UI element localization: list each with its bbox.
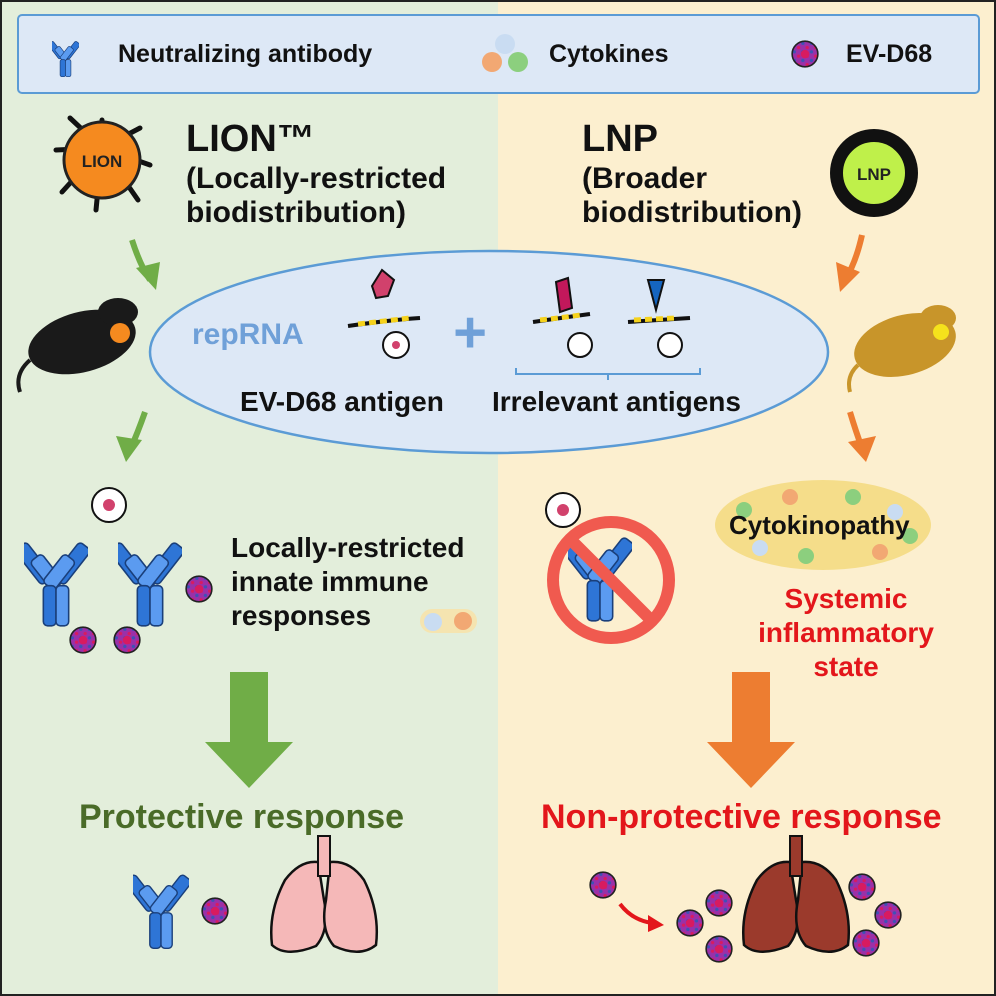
virus-bottom-3 <box>705 889 733 917</box>
lion-subtitle-line2: biodistribution) <box>186 196 406 229</box>
legend-box <box>17 14 980 94</box>
ev-d68-virus-3 <box>185 575 213 603</box>
virus-bottom-1 <box>589 871 617 899</box>
ev-d68-antigen-rna-icon <box>347 268 421 359</box>
irrelevant-antigens-label: Irrelevant antigens <box>492 386 741 417</box>
ev-d68-virus-2 <box>113 626 141 654</box>
lnp-injected-mouse <box>847 305 956 393</box>
virus-bottom-6 <box>874 901 902 929</box>
damaged-lungs-icon <box>742 835 851 953</box>
cytokinopathy-label: Cytokinopathy <box>729 510 910 540</box>
local-response-text: Locally-restricted innate immune respons… <box>231 531 481 633</box>
irrelevant-antigens-bracket <box>515 368 701 380</box>
lion-injected-mouse <box>16 298 138 393</box>
irrelevant-antigen-rna-icons <box>532 276 691 358</box>
local-response-line1: Locally-restricted <box>231 532 465 563</box>
plus-sign: + <box>453 300 487 365</box>
antigen-expressing-cell-icon-left <box>91 487 127 523</box>
local-response-line2: innate immune <box>231 566 429 597</box>
virus-bottom-5 <box>848 873 876 901</box>
virus-bottom-4 <box>705 935 733 963</box>
lnp-subtitle: (Broader biodistribution) <box>582 162 842 230</box>
lion-subtitle: (Locally-restricted biodistribution) <box>186 162 486 230</box>
healthy-lungs-icon <box>270 835 379 953</box>
lion-particle-label: LION <box>82 152 123 171</box>
lnp-subtitle-line2: biodistribution) <box>582 196 802 229</box>
non-protective-outcome-arrow <box>707 672 795 788</box>
virus-bottom-2 <box>676 909 704 937</box>
ev-d68-antigen-label: EV-D68 antigen <box>240 386 444 417</box>
lion-title: LION™ <box>186 118 315 160</box>
lnp-title: LNP <box>582 118 658 160</box>
legend-cytokines-icon <box>482 34 528 72</box>
systemic-state-text: Systemic inflammatory state <box>726 582 966 684</box>
lnp-particle-label: LNP <box>857 165 891 184</box>
legend-virus-label: EV-D68 <box>846 40 933 68</box>
legend-antibody-label: Neutralizing antibody <box>118 40 373 68</box>
systemic-state-line1: Systemic <box>784 583 908 614</box>
protective-response-label: Protective response <box>79 798 405 836</box>
repRNA-label: repRNA <box>192 318 304 351</box>
legend-cytokines-label: Cytokines <box>549 40 669 68</box>
no-antibody-prohibition-icon <box>547 516 675 644</box>
protective-outcome-arrow <box>205 672 293 788</box>
local-response-line3: responses <box>231 600 372 631</box>
lnp-subtitle-line1: (Broader <box>582 162 708 195</box>
systemic-state-line2: inflammatory state <box>758 617 934 682</box>
lion-subtitle-line1: (Locally-restricted <box>186 162 447 195</box>
antigen-expressing-cell-icon-right <box>545 492 581 528</box>
non-protective-response-label: Non-protective response <box>541 798 942 836</box>
ev-d68-virus-1 <box>69 626 97 654</box>
repRNA-ellipse <box>148 249 830 455</box>
legend-virus-icon <box>791 40 819 68</box>
neutralized-virus-bottom <box>201 897 229 925</box>
cytokinopathy-cloud <box>715 480 931 570</box>
virus-bottom-7 <box>852 929 880 957</box>
local-cytokines-icon <box>420 609 477 633</box>
lnp-particle-icon <box>830 129 918 217</box>
lion-particle-icon <box>53 115 153 213</box>
